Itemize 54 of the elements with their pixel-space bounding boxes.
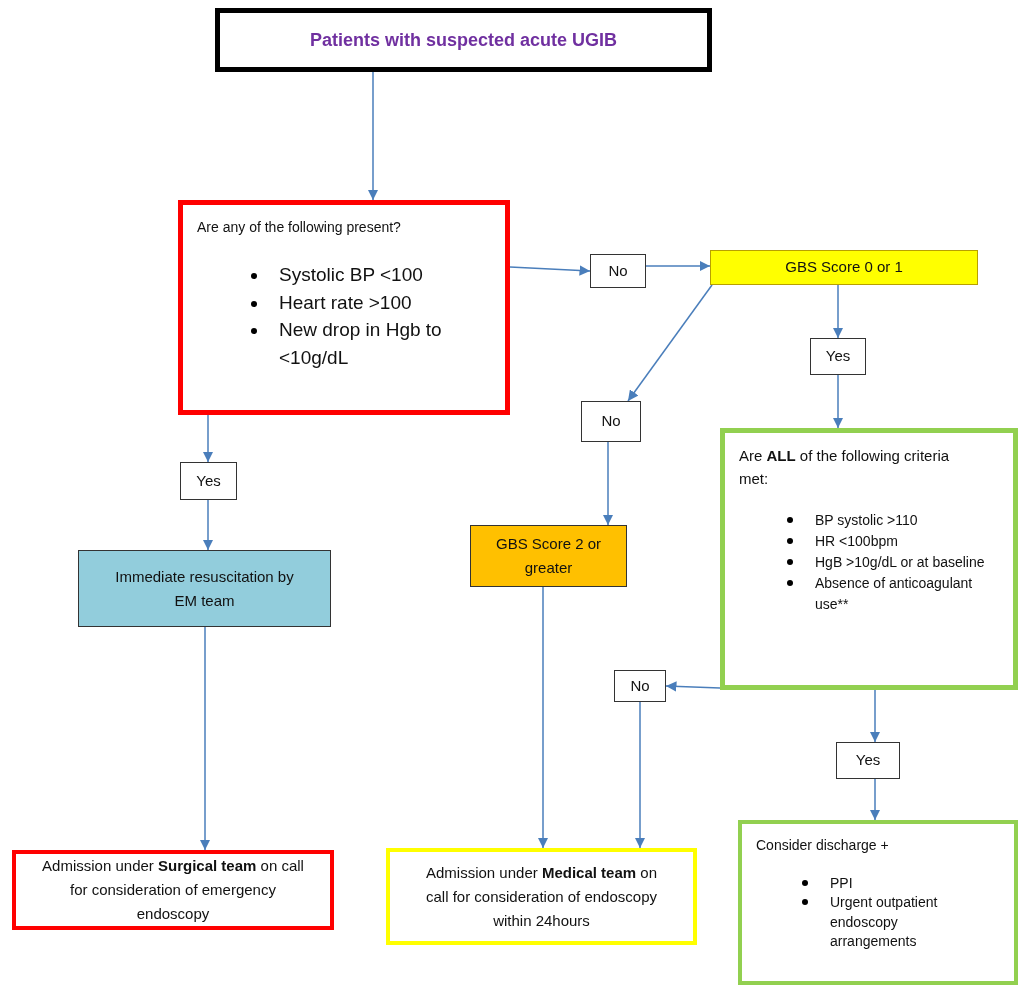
arrow bbox=[665, 681, 721, 692]
arrow bbox=[202, 499, 214, 551]
arrow bbox=[869, 778, 881, 821]
bullet-text: HR <100bpm bbox=[815, 532, 898, 551]
node-text: Are ALL of the following criteria met: bbox=[739, 446, 951, 489]
outcome-box bbox=[386, 848, 697, 945]
node-text: Admission under Surgical team on call for consideration of emergency endoscopy bbox=[41, 856, 305, 924]
arrow bbox=[634, 701, 646, 849]
score-box bbox=[710, 250, 978, 285]
node-text: Immediate resuscitation by EM team bbox=[114, 566, 295, 611]
node-text: GBS Score 0 or 1 bbox=[785, 258, 903, 277]
answer-box bbox=[180, 462, 237, 500]
arrow bbox=[602, 441, 614, 526]
bullet-text: Heart rate >100 bbox=[279, 290, 412, 315]
arrow bbox=[627, 284, 713, 402]
bullet-text: New drop in Hgb to <10g/dL bbox=[279, 318, 443, 370]
answer-box bbox=[836, 742, 900, 779]
node-text: Patients with suspected acute UGIB bbox=[309, 28, 618, 52]
criteria-box bbox=[720, 428, 1018, 690]
bullet-text: PPI bbox=[830, 873, 853, 893]
answer-box bbox=[614, 670, 666, 702]
node-text: Yes bbox=[825, 347, 851, 366]
answer-box bbox=[581, 401, 641, 442]
node-text: No bbox=[630, 676, 650, 696]
bullet-text: Systolic BP <100 bbox=[279, 263, 423, 288]
answer-box bbox=[810, 338, 866, 375]
bullet-text: HgB >10g/dL or at baseline bbox=[815, 553, 985, 572]
node-text: Yes bbox=[196, 471, 221, 491]
arrow bbox=[202, 414, 214, 463]
outcome-box bbox=[738, 820, 1018, 985]
node-text: Admission under Medical team on call for consideration of endoscopy within 24hours bbox=[425, 862, 658, 931]
bullet-text: Urgent outpatient endoscopy arrangements bbox=[830, 893, 939, 952]
node-text: No bbox=[601, 412, 621, 431]
bullet-text: BP systolic >110 bbox=[815, 511, 918, 530]
arrow bbox=[367, 71, 379, 201]
node-text: Consider discharge + bbox=[756, 836, 890, 855]
node-text: Yes bbox=[855, 751, 881, 770]
bullet-text: Absence of anticoagulant use** bbox=[815, 574, 974, 614]
start-box bbox=[215, 8, 712, 72]
arrow bbox=[509, 265, 591, 276]
arrow bbox=[832, 284, 844, 339]
arrow bbox=[832, 374, 844, 429]
question-box bbox=[178, 200, 510, 415]
score-box bbox=[470, 525, 627, 587]
arrow bbox=[537, 586, 549, 849]
answer-box bbox=[590, 254, 646, 288]
arrow bbox=[199, 626, 211, 851]
action-box bbox=[78, 550, 331, 627]
arrow bbox=[645, 260, 711, 272]
node-text: No bbox=[608, 261, 628, 281]
node-text: GBS Score 2 or greater bbox=[494, 534, 602, 578]
outcome-box bbox=[12, 850, 334, 930]
node-text: Are any of the following present? bbox=[197, 218, 402, 237]
arrow bbox=[869, 689, 881, 743]
